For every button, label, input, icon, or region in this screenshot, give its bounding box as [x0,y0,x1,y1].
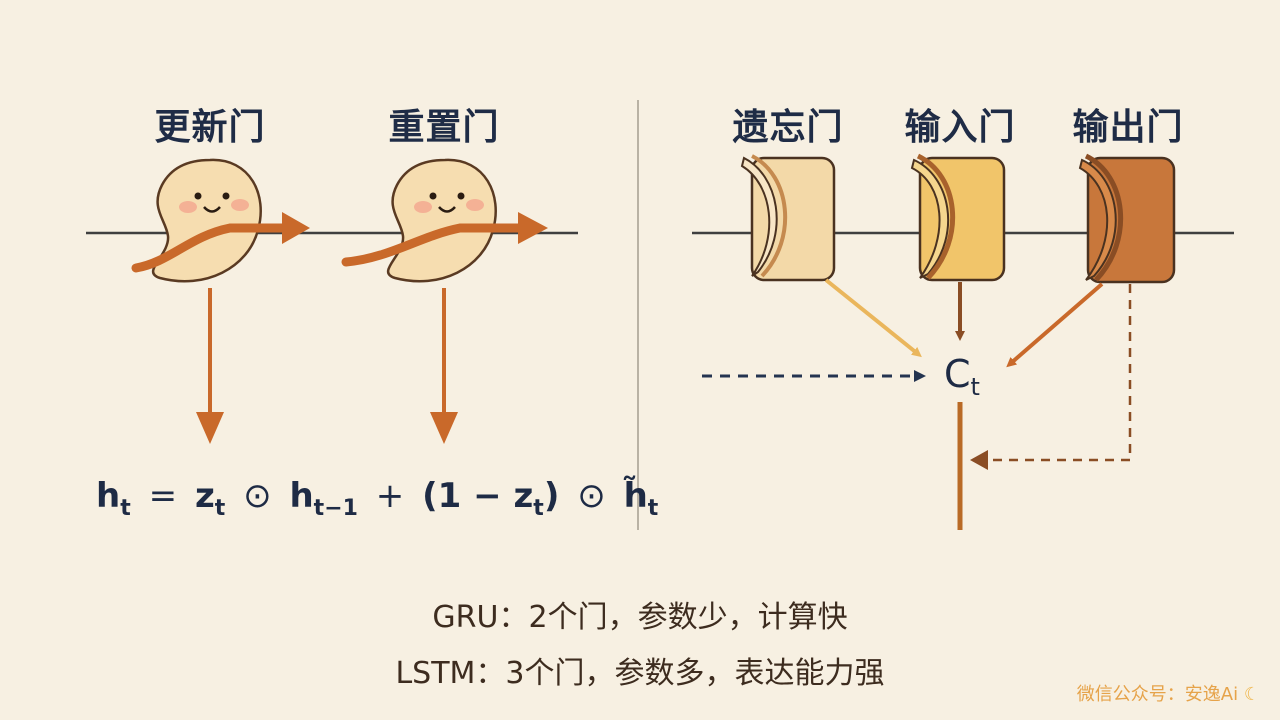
output-gate-label: 输出门 [1072,107,1184,148]
output-gate-dashed-path [986,284,1132,462]
formula-one-minus: (1 − [422,476,502,516]
cell-state-subscript: t [970,373,980,401]
reset-gate-label: 重置门 [388,107,500,148]
reset-gate-arrowhead [518,212,548,244]
output-gate-shape [1078,153,1176,284]
input-gate-shape [910,153,1006,282]
update-gate-down-arrowhead [196,412,224,444]
formula-h: h [96,476,121,516]
formula-h-tilde: h̃ [623,476,648,516]
output-gate-dashed-arrowhead [970,450,988,470]
input-gate-label: 输入门 [904,107,1016,148]
update-gate-character [151,158,262,283]
formula-h: h [289,476,314,516]
formula-sub: t [647,496,659,521]
formula-equals: = [148,476,178,516]
update-gate-arrowhead [282,212,310,244]
formula-sub: t−1 [313,496,358,521]
reset-gate-flow-arrow [341,223,527,267]
forget-to-cell-arrow [824,278,922,358]
watermark-text: 微信公众号：安逸Ai [1076,684,1239,705]
formula-sub: t [533,496,544,521]
gru-summary: GRU：2个门，参数少，计算快 [432,600,848,635]
reset-gate-character [386,158,497,283]
forget-gate-label: 遗忘门 [732,107,844,148]
cell-state-symbol: C [944,352,971,396]
moon-icon: ☾ [1243,684,1260,705]
update-gate-flow-arrow [131,223,291,273]
formula-sub: t [214,496,226,521]
reset-gate-down-arrowhead [430,412,458,444]
forget-gate-shape [740,154,836,282]
formula-z: z [194,476,215,516]
formula-z: z [513,476,534,516]
cell-state-label: Ct [944,352,980,401]
formula-odot: ⊙ [243,476,272,516]
formula-odot: ⊙ [577,476,606,516]
update-gate-label: 更新门 [154,107,266,148]
lstm-summary: LSTM：3个门，参数多，表达能力强 [395,656,885,691]
formula-sub: t [120,496,131,521]
formula-plus: + [375,476,405,516]
output-to-cell-arrow [1006,282,1104,368]
watermark: 微信公众号：安逸Ai ☾ [1077,680,1260,706]
formula-close-paren: ) [543,476,560,516]
gru-formula: ht = zt ⊙ ht−1 + (1 − zt) ⊙ h̃t [96,476,658,521]
